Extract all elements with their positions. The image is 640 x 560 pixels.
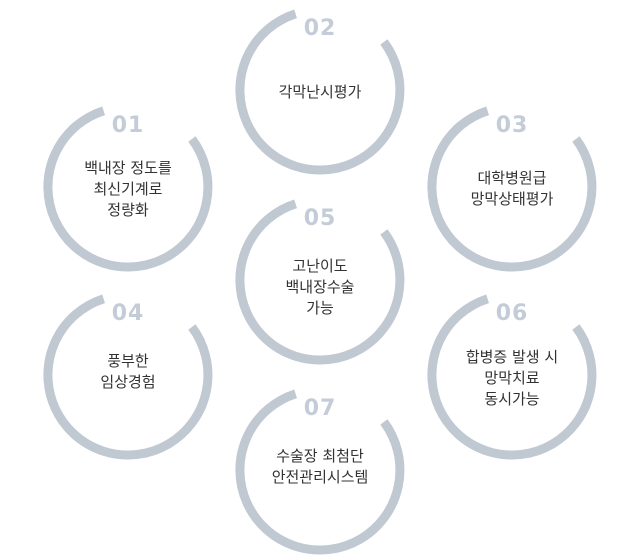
feature-number: 06	[495, 301, 529, 326]
feature-label-line: 수술장 최첨단	[276, 447, 364, 465]
ring-icon	[43, 294, 213, 460]
feature-label-line: 가능	[306, 299, 334, 317]
feature-circle-07: 07 수술장 최첨단 안전관리시스템	[230, 380, 410, 560]
feature-label-line: 풍부한	[107, 352, 149, 370]
ring-icon	[427, 106, 597, 272]
feature-circle-03: 03 대학병원급 망막상태평가	[422, 97, 602, 277]
ring-icon	[427, 294, 597, 460]
feature-label-line: 정량화	[107, 201, 149, 219]
feature-label-line: 최신기계로	[93, 180, 163, 198]
feature-circle-06: 06 합병증 발생 시 망막치료 동시가능	[422, 285, 602, 465]
feature-label-line: 대학병원급	[477, 169, 547, 187]
feature-label: 수술장 최첨단 안전관리시스템	[240, 446, 400, 488]
feature-label-line: 각막난시평가	[278, 83, 362, 101]
feature-number: 02	[303, 16, 337, 41]
feature-label-line: 망막치료	[484, 369, 540, 387]
feature-label-line: 망막상태평가	[470, 190, 554, 208]
ring-icon	[235, 199, 405, 365]
feature-label-line: 백내장수술	[285, 278, 355, 296]
ring-icon	[235, 9, 405, 175]
ring-icon	[43, 106, 213, 272]
feature-label-line: 임상경험	[100, 373, 156, 391]
feature-label: 풍부한 임상경험	[48, 351, 208, 393]
feature-circle-05: 05 고난이도 백내장수술 가능	[230, 190, 410, 370]
feature-label: 대학병원급 망막상태평가	[432, 168, 592, 210]
feature-label: 각막난시평가	[240, 82, 400, 103]
feature-label-line: 고난이도	[292, 257, 348, 275]
feature-label: 합병증 발생 시 망막치료 동시가능	[432, 347, 592, 410]
ring-icon	[235, 389, 405, 555]
feature-label-line: 합병증 발생 시	[465, 348, 559, 366]
feature-label: 고난이도 백내장수술 가능	[240, 256, 400, 319]
feature-number: 07	[303, 396, 337, 421]
feature-number: 03	[495, 113, 529, 138]
feature-label-line: 동시가능	[484, 390, 540, 408]
feature-circle-04: 04 풍부한 임상경험	[38, 285, 218, 465]
feature-label: 백내장 정도를 최신기계로 정량화	[48, 158, 208, 221]
feature-label-line: 백내장 정도를	[84, 159, 172, 177]
feature-circle-02: 02 각막난시평가	[230, 0, 410, 180]
feature-number: 05	[303, 206, 337, 231]
feature-number: 04	[111, 301, 145, 326]
feature-label-line: 안전관리시스템	[271, 468, 369, 486]
feature-circle-01: 01 백내장 정도를 최신기계로 정량화	[38, 97, 218, 277]
feature-number: 01	[111, 113, 145, 138]
